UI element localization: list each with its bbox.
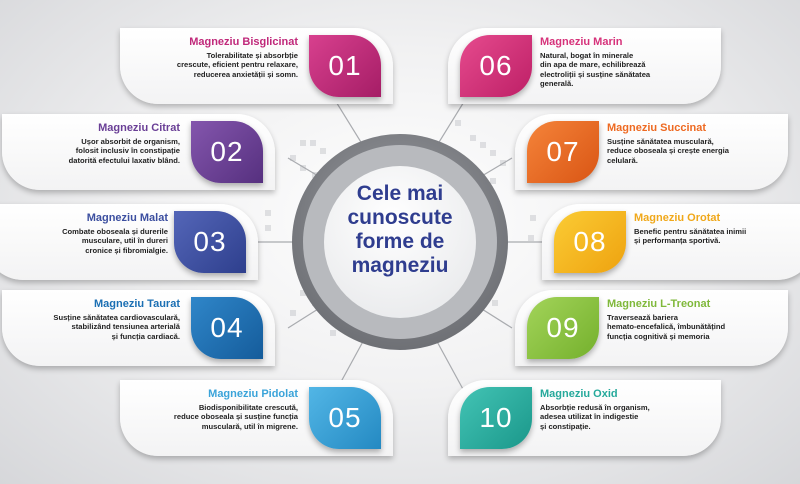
card-desc-line: hemato-encefalică, îmbunătățind [607,322,726,332]
card-magneziu-malat: Magneziu Malat Combate oboseala și durer… [0,204,258,280]
card-desc-line: celulară. [607,155,638,165]
card-title: Magneziu Bisglicinat [189,36,298,48]
number-badge: 07 [527,121,599,183]
card-title: Magneziu Marin [540,36,623,48]
card-magneziu-citrat: Magneziu Citrat Ușor absorbit de organis… [2,114,275,190]
card-magneziu-l-treonat: 09 Magneziu L-Treonat Traversează barier… [515,290,788,366]
card-magneziu-pidolat: Magneziu Pidolat Biodisponibilitate cres… [120,380,393,456]
card-title: Magneziu Malat [86,212,168,224]
center-title-line: cunoscute [347,206,453,229]
card-desc-line: Susține sănătatea cardiovasculară, [53,313,180,322]
card-desc-line: din apa de mare, echilibrează [540,60,646,70]
card-text: Magneziu Pidolat Biodisponibilitate cres… [128,388,298,431]
card-title: Magneziu Taurat [94,298,180,310]
card-desc-line: cronice și fibromialgie. [85,245,168,255]
inner-circle [324,166,476,318]
card-desc-line: crescute, eficient pentru relaxare, [176,60,298,70]
card-desc-line: reduce oboseala și susține funcția [173,412,298,422]
card-desc-line: funcția cognitivă și memoria [607,331,710,341]
card-desc-line: Traversează bariera [607,313,678,322]
center-title-line: magneziu [351,254,449,277]
center-title-line: Cele mai [356,182,444,205]
card-title: Magneziu Citrat [98,122,180,134]
number-badge: 02 [191,121,263,183]
card-title: Magneziu Pidolat [208,388,298,400]
card-text: Magneziu Orotat Benefic pentru sănătatea… [634,212,794,246]
card-magneziu-succinat: 07 Magneziu Succinat Susține sănătatea m… [515,114,788,190]
number-badge: 08 [554,211,626,273]
card-desc-line: Biodisponibilitate crescută, [198,403,298,412]
card-title: Magneziu Orotat [634,212,721,224]
card-desc-line: Absorbție redusă în organism, [540,403,650,412]
card-magneziu-bisglicinat: Magneziu Bisglicinat Tolerabilitate și a… [120,28,393,104]
card-desc-line: și performanța sportivă. [634,236,721,246]
center-title: Cele mai cunoscute forme de magneziu [330,182,470,278]
card-text: Magneziu Bisglicinat Tolerabilitate și a… [128,36,298,79]
number-badge: 05 [309,387,381,449]
number-badge: 09 [527,297,599,359]
card-desc-line: stabilizând tensiunea arterială [71,322,180,332]
card-desc-line: musculare, util în dureri [81,236,168,246]
card-desc-line: Susține sănătatea musculară, [607,137,714,146]
card-text: Magneziu Malat Combate oboseala și durer… [5,212,168,255]
card-title: Magneziu Succinat [607,122,707,134]
card-text: Magneziu L-Treonat Traversează bariera h… [607,298,777,341]
card-desc-line: folosit inclusiv în constipație [75,146,180,156]
number-badge: 01 [309,35,381,97]
card-text: Magneziu Succinat Susține sănătatea musc… [607,122,777,165]
card-desc-line: Natural, bogat în minerale [540,51,634,60]
card-desc-line: reduce oboseala și crește energia [607,146,729,156]
number-badge: 03 [174,211,246,273]
center-title-line: forme de [355,230,445,253]
card-desc-line: adesea utilizat în indigestie [540,412,639,422]
number-badge: 10 [460,387,532,449]
card-desc-line: și constipație. [540,421,591,431]
number-badge: 04 [191,297,263,359]
card-magneziu-marin: 06 Magneziu Marin Natural, bogat în mine… [448,28,721,104]
card-magneziu-oxid: 10 Magneziu Oxid Absorbție redusă în org… [448,380,721,456]
card-desc-line: musculară, util în migrene. [201,421,298,431]
card-title: Magneziu L-Treonat [607,298,711,310]
card-desc-line: Ușor absorbit de organism, [81,137,180,146]
card-text: Magneziu Oxid Absorbție redusă în organi… [540,388,710,431]
card-desc-line: datorită efectului laxativ blând. [68,155,180,165]
card-desc-line: Benefic pentru sănătatea inimii [634,227,747,236]
card-magneziu-taurat: Magneziu Taurat Susține sănătatea cardio… [2,290,275,366]
card-text: Magneziu Marin Natural, bogat în mineral… [540,36,710,88]
card-desc-line: Tolerabilitate și absorbție [206,51,298,60]
card-desc-line: reducerea anxietății și somn. [193,69,298,79]
card-text: Magneziu Taurat Susține sănătatea cardio… [10,298,180,341]
card-title: Magneziu Oxid [540,388,618,400]
card-desc-line: generală. [540,78,574,88]
card-desc-line: electroliții și susține sănătatea [540,69,651,79]
card-desc-line: Combate oboseala și durerile [62,227,168,236]
number-badge: 06 [460,35,532,97]
card-text: Magneziu Citrat Ușor absorbit de organis… [10,122,180,165]
card-desc-line: și funcția cardiacă. [111,331,180,341]
card-magneziu-orotat: 08 Magneziu Orotat Benefic pentru sănăta… [542,204,800,280]
